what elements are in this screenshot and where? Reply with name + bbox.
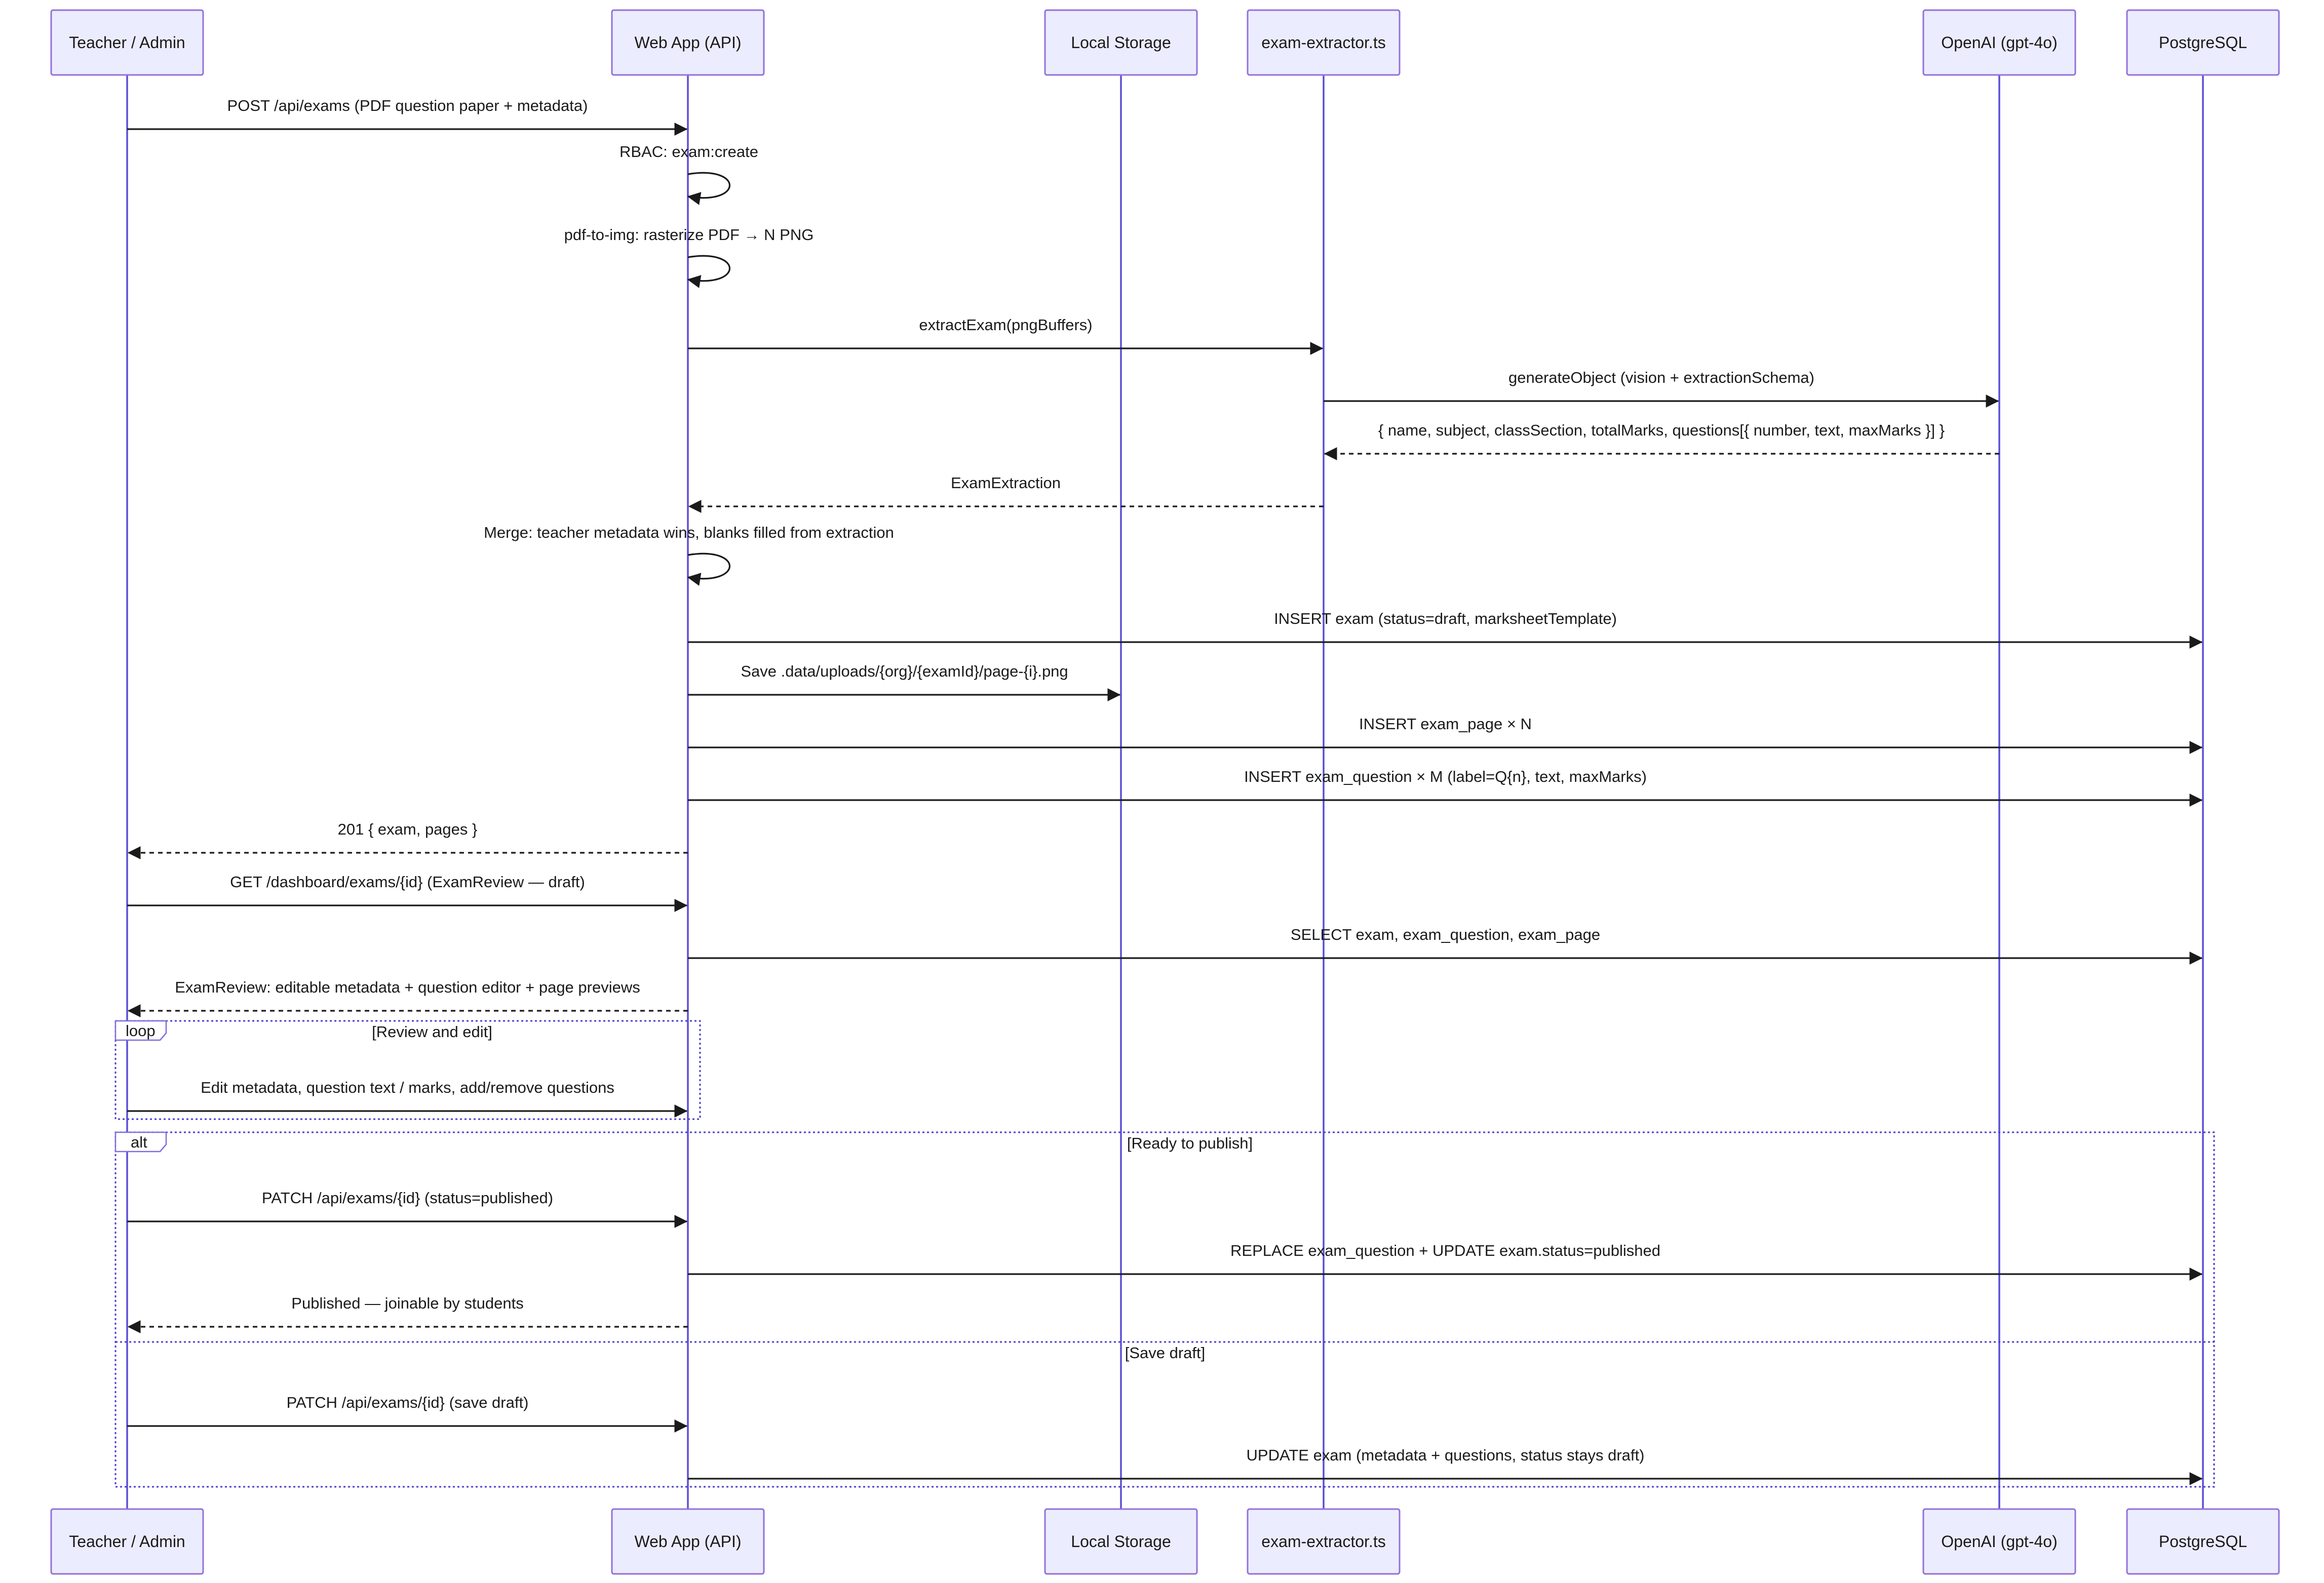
message-13: 201 { exam, pages } (127, 820, 688, 859)
participant-label: PostgreSQL (2159, 1532, 2247, 1551)
message-7: ExamExtraction (688, 474, 1324, 513)
message-16: ExamReview: editable metadata + question… (127, 978, 688, 1017)
message-15: SELECT exam, exam_question, exam_page (688, 926, 2203, 965)
message-label: generateObject (vision + extractionSchem… (1508, 369, 1814, 386)
participant-box (1922, 1508, 2076, 1575)
message-label: Merge: teacher metadata wins, blanks fil… (484, 524, 894, 541)
participant-box (611, 9, 765, 76)
message-label: ExamReview: editable metadata + question… (175, 978, 640, 996)
participant-extractor-bottom: exam-extractor.ts (1247, 1508, 1401, 1575)
participant-storage-top: Local Storage (1044, 9, 1198, 76)
participant-extractor-top: exam-extractor.ts (1247, 9, 1401, 76)
loop-frame-condition: [Review and edit] (372, 1023, 492, 1041)
message-12: INSERT exam_question × M (label=Q{n}, te… (688, 768, 2203, 807)
loop-frame-kind: loop (126, 1022, 156, 1040)
message-11: INSERT exam_page × N (688, 715, 2203, 754)
message-label: Published — joinable by students (291, 1294, 523, 1312)
message-10: Save .data/uploads/{org}/{examId}/page-{… (688, 662, 1121, 701)
participant-web-top: Web App (API) (611, 9, 765, 76)
message-label: RBAC: exam:create (619, 143, 758, 161)
message-21: PATCH /api/exams/{id} (save draft) (127, 1394, 688, 1433)
message-18: PATCH /api/exams/{id} (status=published) (127, 1189, 688, 1228)
participant-pg-bottom: PostgreSQL (2126, 1508, 2280, 1575)
message-9: INSERT exam (status=draft, marksheetTemp… (688, 610, 2203, 649)
participant-box (611, 1508, 765, 1575)
message-19: REPLACE exam_question + UPDATE exam.stat… (688, 1242, 2203, 1281)
message-label: Edit metadata, question text / marks, ad… (201, 1079, 614, 1096)
message-label: 201 { exam, pages } (338, 820, 478, 838)
participant-box (1044, 9, 1198, 76)
participant-storage-bottom: Local Storage (1044, 1508, 1198, 1575)
participant-box (50, 1508, 204, 1575)
alt-frame-tab (114, 1131, 167, 1153)
frames: loop [Review and edit] alt [Ready to publis… (114, 1020, 2215, 1488)
message-label: { name, subject, classSection, totalMark… (1378, 421, 1945, 439)
participant-box (2126, 9, 2280, 76)
participant-label: Local Storage (1071, 33, 1171, 52)
participant-label: exam-extractor.ts (1261, 1532, 1385, 1551)
participant-box (1922, 9, 2076, 76)
self-message-arrow (687, 255, 731, 288)
lifelines (126, 75, 2204, 1509)
alt-frame: alt [Ready to publish] [Save draft] (114, 1131, 2215, 1488)
message-1: POST /api/exams (PDF question paper + me… (127, 97, 688, 136)
message-2: RBAC: exam:create (619, 143, 758, 205)
participant-label: Local Storage (1071, 1532, 1171, 1551)
loop-frame-tab (114, 1020, 167, 1041)
alt-frame-border (114, 1131, 2215, 1488)
alt-frame-kind: alt (131, 1133, 147, 1151)
message-label: pdf-to-img: rasterize PDF → N PNG (564, 226, 814, 244)
participant-label: exam-extractor.ts (1261, 33, 1385, 52)
loop-frame-border (114, 1020, 701, 1120)
message-label: UPDATE exam (metadata + questions, statu… (1247, 1446, 1645, 1464)
alt-frame-condition: [Ready to publish] (1127, 1134, 1253, 1152)
participant-box (1247, 9, 1401, 76)
message-6: { name, subject, classSection, totalMark… (1324, 421, 1999, 460)
participant-box (1247, 1508, 1401, 1575)
self-message-arrow (687, 172, 731, 205)
message-8: Merge: teacher metadata wins, blanks fil… (484, 524, 894, 586)
participant-label: OpenAI (gpt-4o) (1941, 33, 2057, 52)
message-label: POST /api/exams (PDF question paper + me… (227, 97, 588, 114)
message-label: SELECT exam, exam_question, exam_page (1291, 926, 1600, 943)
message-14: GET /dashboard/exams/{id} (ExamReview — … (127, 873, 688, 912)
message-label: ExamExtraction (951, 474, 1061, 492)
participant-box (2126, 1508, 2280, 1575)
loop-frame: loop [Review and edit] (114, 1020, 701, 1120)
message-4: extractExam(pngBuffers) (688, 316, 1324, 355)
participant-web-bottom: Web App (API) (611, 1508, 765, 1575)
participant-box (50, 9, 204, 76)
message-label: PATCH /api/exams/{id} (save draft) (287, 1394, 529, 1411)
message-label: Save .data/uploads/{org}/{examId}/page-{… (741, 662, 1068, 680)
participant-label: Web App (API) (634, 33, 741, 52)
participant-teacher-top: Teacher / Admin (50, 9, 204, 76)
participant-label: Teacher / Admin (69, 33, 185, 52)
message-label: INSERT exam (status=draft, marksheetTemp… (1274, 610, 1617, 627)
alt-else-condition: [Save draft] (1125, 1344, 1206, 1362)
message-label: extractExam(pngBuffers) (919, 316, 1092, 334)
messages: POST /api/exams (PDF question paper + me… (127, 97, 2203, 1485)
participant-openai-bottom: OpenAI (gpt-4o) (1922, 1508, 2076, 1575)
message-20: Published — joinable by students (127, 1294, 688, 1333)
self-message-arrow (687, 552, 731, 586)
participant-openai-top: OpenAI (gpt-4o) (1922, 9, 2076, 76)
message-label: INSERT exam_page × N (1359, 715, 1532, 733)
message-22: UPDATE exam (metadata + questions, statu… (688, 1446, 2203, 1485)
participant-box (1044, 1508, 1198, 1575)
message-label: GET /dashboard/exams/{id} (ExamReview — … (230, 873, 585, 891)
message-17: Edit metadata, question text / marks, ad… (127, 1079, 688, 1118)
participant-label: OpenAI (gpt-4o) (1941, 1532, 2057, 1551)
message-label: PATCH /api/exams/{id} (status=published) (262, 1189, 553, 1207)
participant-label: Web App (API) (634, 1532, 741, 1551)
message-label: INSERT exam_question × M (label=Q{n}, te… (1244, 768, 1647, 785)
message-5: generateObject (vision + extractionSchem… (1324, 369, 1999, 408)
message-label: REPLACE exam_question + UPDATE exam.stat… (1230, 1242, 1660, 1259)
message-3: pdf-to-img: rasterize PDF → N PNG (564, 226, 814, 288)
participant-teacher-bottom: Teacher / Admin (50, 1508, 204, 1575)
participant-label: PostgreSQL (2159, 33, 2247, 52)
participant-label: Teacher / Admin (69, 1532, 185, 1551)
participant-pg-top: PostgreSQL (2126, 9, 2280, 76)
